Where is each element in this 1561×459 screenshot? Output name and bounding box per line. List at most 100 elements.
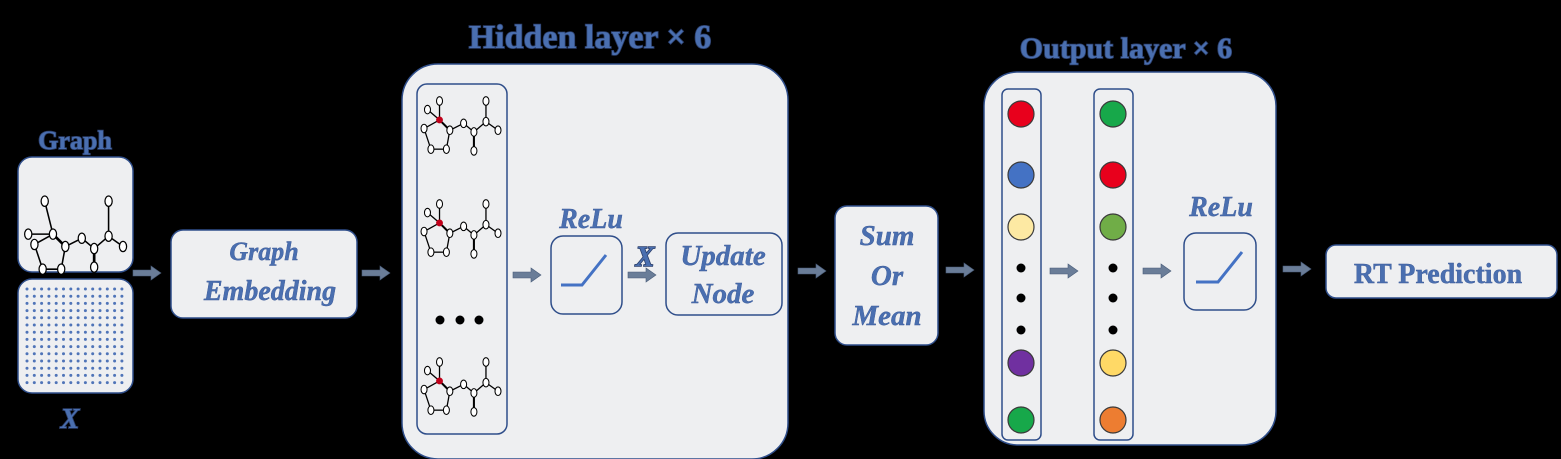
feature-dot (54, 373, 58, 377)
feature-dot (32, 323, 36, 327)
feature-dot (62, 337, 65, 341)
feature-dot (105, 337, 109, 341)
feature-dot (32, 294, 36, 298)
feature-dot (69, 359, 73, 363)
feature-dot (120, 287, 124, 291)
feature-dot (105, 352, 109, 356)
feature-dot (83, 323, 87, 327)
feature-dot (40, 330, 44, 334)
pooling-label-line1: Sum (860, 220, 915, 252)
feature-dot (113, 323, 117, 327)
feature-dot (62, 309, 65, 313)
feature-dot (62, 330, 65, 334)
graph-embedding-label-line2: Embedding (203, 276, 336, 307)
feature-dot (76, 287, 80, 291)
feature-dot (47, 352, 51, 356)
feature-dot (25, 373, 29, 377)
output-node (1099, 161, 1127, 189)
feature-dot (91, 301, 95, 305)
feature-dot (120, 352, 124, 356)
output-node (1007, 349, 1035, 377)
feature-dot (32, 345, 36, 349)
feature-dot (83, 352, 87, 356)
feature-dot (25, 330, 29, 334)
feature-dot (54, 352, 58, 356)
feature-dot (91, 381, 95, 385)
feature-dot (113, 316, 117, 320)
hidden-molecule-1 (419, 95, 503, 157)
feature-dot (25, 309, 29, 313)
arrow-pool-to-output (945, 262, 975, 278)
feature-dot (54, 359, 58, 363)
feature-dot (83, 337, 87, 341)
feature-dot (47, 366, 51, 370)
output-ellipsis-dot (1108, 293, 1118, 303)
output-layer-box (983, 71, 1277, 446)
feature-dot (98, 309, 102, 313)
feature-dot (47, 373, 51, 377)
feature-dot (40, 301, 44, 305)
feature-dot (25, 345, 29, 349)
output-node (1007, 100, 1035, 128)
feature-dot (113, 352, 117, 356)
output-ellipsis-dot (1016, 263, 1026, 273)
feature-dot (83, 309, 87, 313)
feature-dot (76, 345, 80, 349)
feature-dot (120, 337, 124, 341)
graph-embedding-label-line1: Graph (229, 237, 298, 266)
feature-dot (113, 359, 117, 363)
feature-dot (62, 373, 65, 377)
feature-dot (25, 337, 29, 341)
feature-dot (69, 337, 73, 341)
feature-dot (105, 345, 109, 349)
feature-dot (98, 381, 102, 385)
feature-dot (40, 287, 44, 291)
feature-dot (54, 301, 58, 305)
feature-dot (47, 301, 51, 305)
feature-dot (105, 294, 109, 298)
output-ellipsis-dot (1016, 325, 1026, 335)
feature-dot (47, 323, 51, 327)
feature-dot (40, 323, 44, 327)
feature-dot (105, 381, 109, 385)
graph-title: Graph (38, 126, 112, 155)
arrow-input-to-embedding (132, 265, 162, 281)
feature-dot (120, 345, 124, 349)
feature-dot (91, 366, 95, 370)
feature-dot (113, 337, 117, 341)
feature-dot (62, 381, 65, 385)
feature-dot (47, 359, 51, 363)
update-node-label-line2: Node (691, 278, 755, 310)
feature-dot (69, 352, 73, 356)
feature-dot (54, 316, 58, 320)
feature-matrix-label: X (60, 404, 81, 435)
feature-dot (25, 301, 29, 305)
feature-dot (91, 373, 95, 377)
feature-dot (54, 309, 58, 313)
feature-dot (98, 366, 102, 370)
feature-dot (25, 287, 29, 291)
feature-dot (113, 309, 117, 313)
output-node (1099, 213, 1127, 241)
feature-dot (47, 287, 51, 291)
feature-dot (83, 381, 87, 385)
feature-dot (47, 294, 51, 298)
feature-dot (25, 316, 29, 320)
feature-dot (105, 323, 109, 327)
feature-dot (105, 309, 109, 313)
feature-dot (76, 359, 80, 363)
feature-dot (40, 345, 44, 349)
feature-dot (32, 337, 36, 341)
feature-dot (40, 294, 44, 298)
hidden-relu-icon (561, 254, 608, 287)
feature-dot (32, 287, 36, 291)
feature-dot (83, 373, 87, 377)
output-ellipsis-dot (1108, 325, 1118, 335)
feature-dot (32, 309, 36, 313)
feature-dot (83, 366, 87, 370)
feature-dot (120, 381, 124, 385)
feature-dot (120, 294, 124, 298)
output-column-1-nodes (1007, 100, 1035, 434)
feature-matrix-dots (25, 287, 124, 385)
